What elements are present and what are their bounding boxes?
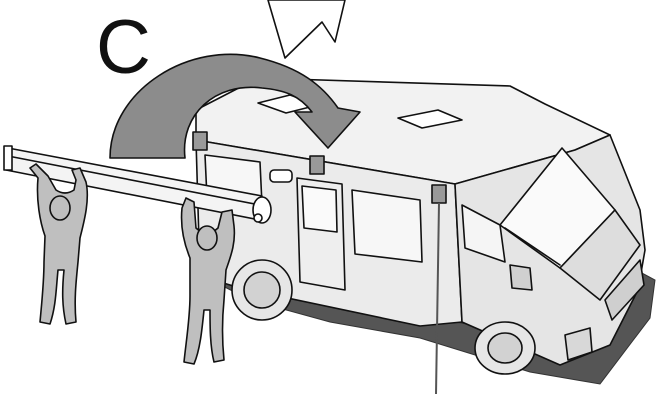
- step-letter: C: [96, 10, 151, 86]
- person-left: [30, 164, 87, 324]
- pointer-arrow-icon: [268, 0, 345, 58]
